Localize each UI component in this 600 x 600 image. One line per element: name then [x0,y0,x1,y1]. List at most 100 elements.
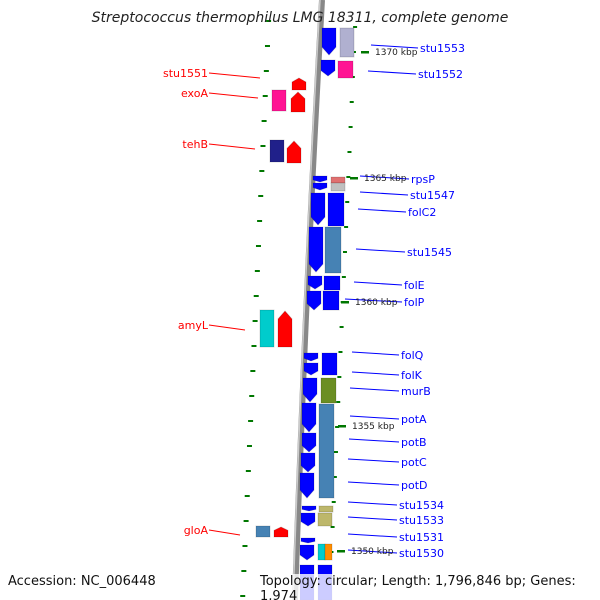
minor-tick [353,26,358,28]
topology-text: Topology: circular; Length: 1,796,846 bp… [260,574,600,600]
forward-strand-gene [330,182,346,192]
label-leader-line [347,481,400,486]
gene-label-potB: potB [401,436,427,449]
reverse-strand-gene [312,175,328,183]
position-tick-label: 1365 kbp [364,174,407,184]
minor-tick [330,526,335,528]
position-tick-label: 1355 kbp [352,422,395,432]
label-leader-line [208,72,261,79]
minor-tick [249,395,255,397]
forward-strand-gene [323,275,341,291]
minor-tick [262,95,268,97]
reverse-strand-gene [301,432,317,453]
gene-label-murB: murB [401,385,431,398]
reverse-strand-gene [320,59,336,77]
left-gene [291,77,307,91]
reverse-strand-gene [321,27,337,56]
gene-label-tehB: tehB [182,138,208,151]
forward-strand-gene [317,512,333,527]
label-leader-line [353,281,403,286]
label-leader-line [359,191,409,196]
gene-label-stu1534: stu1534 [399,499,444,512]
label-leader-line [348,438,400,443]
gene-label-gloA: gloA [184,524,209,537]
minor-tick [349,101,354,103]
gene-label-rpsP: rpsP [411,173,435,186]
label-leader-line [347,458,400,463]
forward-strand-gene [318,403,335,499]
forward-strand-gene [324,226,342,274]
minor-tick [342,251,347,253]
reverse-strand-gene [301,505,317,512]
forward-strand-gene [337,60,354,79]
label-leader-line [347,501,398,506]
forward-strand-gene [320,377,337,404]
label-leader-line [208,529,241,536]
minor-tick [331,501,336,503]
backbone-highlight [292,0,321,600]
label-leader-line [357,208,407,213]
label-leader-line [370,44,419,49]
reverse-strand-gene [300,452,316,473]
map-title: Streptococcus thermophilus LMG 18311, co… [91,10,509,26]
major-tick [341,301,349,304]
forward-strand-gene [317,543,326,561]
label-leader-line [351,371,400,376]
gene-label-exoA: exoA [181,87,208,100]
gene-label-stu1533: stu1533 [399,514,444,527]
left-gene [277,310,293,348]
minor-tick [241,570,247,572]
gene-label-stu1545: stu1545 [407,246,452,259]
label-leader-line [347,533,398,538]
gene-label-stu1553: stu1553 [420,42,465,55]
reverse-strand-gene [307,275,323,290]
minor-tick [344,226,349,228]
gene-label-potC: potC [401,456,427,469]
minor-tick [242,545,248,547]
minor-tick [253,295,259,297]
label-leader-line [344,298,403,303]
reverse-strand-gene [308,226,324,273]
minor-tick [332,476,337,478]
reverse-strand-gene [302,377,318,403]
gene-label-stu1547: stu1547 [410,189,455,202]
minor-tick [245,470,251,472]
minor-tick [240,595,246,597]
reverse-strand-gene [301,402,317,433]
forward-strand-gene [321,352,338,376]
minor-tick [246,445,252,447]
minor-tick [261,120,267,122]
reverse-strand-gene [300,512,316,527]
left-gene [271,89,287,112]
minor-tick [339,326,344,328]
reverse-strand-gene [310,192,326,226]
major-tick [361,51,369,54]
left-gene [259,309,275,348]
label-leader-line [347,549,398,554]
gene-label-folP: folP [404,296,425,309]
reverse-strand-gene [303,352,319,362]
reverse-strand-gene [303,362,319,376]
forward-strand-gene [324,543,333,561]
left-gene [286,140,302,164]
gene-label-potD: potD [401,479,428,492]
forward-strand-gene [318,505,334,513]
minor-tick [335,426,340,428]
reverse-strand-gene [299,544,315,561]
gene-label-stu1530: stu1530 [399,547,444,560]
minor-tick [258,195,264,197]
forward-strand-gene [339,27,355,58]
left-gene [290,91,306,113]
minor-tick [266,20,272,22]
reverse-strand-gene [312,182,328,191]
minor-tick [333,451,338,453]
minor-tick [250,370,256,372]
gene-label-folQ: folQ [401,349,424,362]
minor-tick [345,201,350,203]
forward-strand-gene [330,176,346,184]
minor-tick [244,495,250,497]
forward-strand-gene [322,290,340,311]
gene-label-folE: folE [404,279,425,292]
